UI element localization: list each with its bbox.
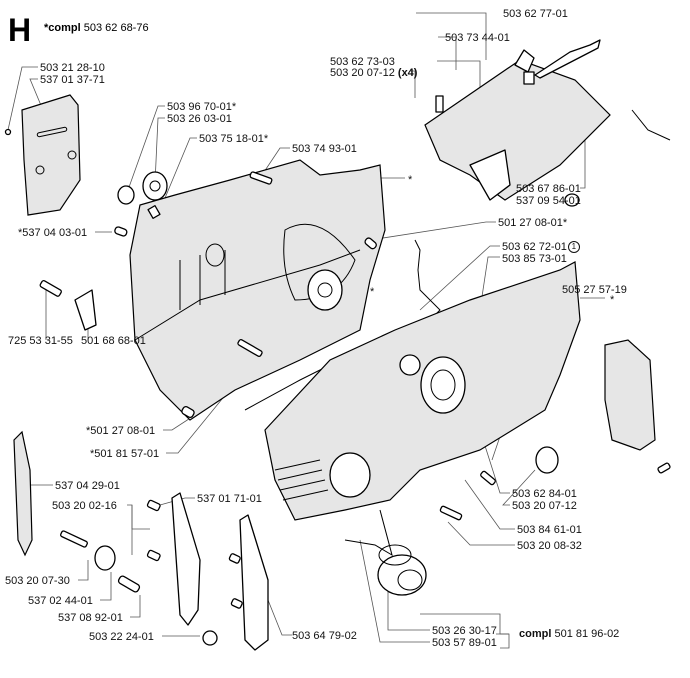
- part-label: 503 21 28-10: [40, 62, 105, 74]
- part-label: 503 20 02-16: [52, 500, 117, 512]
- fuel-cap-part: [344, 509, 427, 596]
- part-label: 503 20 07-12: [512, 500, 577, 512]
- part-label: 503 84 61-01: [517, 524, 582, 536]
- part-label: 725 53 31-55: [8, 335, 73, 347]
- part-label: 503 67 86-01: [516, 183, 581, 195]
- part-label: 503 74 93-01: [292, 143, 357, 155]
- part-label: 503 20 08-32: [517, 540, 582, 552]
- sub-assembly-number: 501 81 96-02: [554, 628, 620, 640]
- sub-assembly-label: compl 501 81 96-02: [519, 628, 619, 640]
- part-label: 503 22 24-01: [89, 631, 154, 643]
- part-label: 503 26 30-17: [432, 625, 497, 637]
- part-label: 503 96 70-01*: [167, 101, 237, 113]
- part-label: 503 62 84-01: [512, 488, 577, 500]
- part-label: 503 85 73-01: [502, 253, 567, 265]
- part-label: 501 68 68-01: [81, 335, 146, 347]
- bearing-parts: [39, 171, 377, 419]
- bumper-parts: [13, 430, 269, 651]
- sprocket-cover-part: [604, 339, 656, 451]
- right-crankcase-part: [264, 261, 581, 521]
- part-label: 503 75 18-01*: [199, 133, 269, 145]
- cylinder-cover-part: [424, 39, 671, 207]
- part-label: *501 27 08-01: [86, 425, 156, 437]
- screw-part: [480, 470, 496, 486]
- asterisk-marker: *: [370, 286, 375, 298]
- asterisk-marker: *: [610, 294, 615, 306]
- part-label: 537 01 71-01: [197, 493, 262, 505]
- assembly-part-number: 503 62 68-76: [83, 22, 149, 34]
- sprocket-bearing-part: [535, 446, 559, 474]
- asterisk-marker: *: [408, 174, 413, 186]
- part-label: 503 73 44-01: [445, 32, 510, 44]
- assembly-prefix: *compl: [44, 22, 81, 34]
- part-label: 501 27 08-01*: [498, 217, 568, 229]
- quantity: (x4): [397, 67, 418, 79]
- part-number: 503 62 72-01: [502, 241, 567, 253]
- part-number: 503 20 07-12: [330, 67, 395, 79]
- part-label: 537 08 92-01: [58, 612, 123, 624]
- part-label: 537 02 44-01: [28, 595, 93, 607]
- sub-assembly-prefix: compl: [519, 628, 552, 640]
- part-label: 537 01 37-71: [40, 74, 105, 86]
- screw-part: [439, 505, 463, 521]
- part-label: *501 81 57-01: [90, 448, 160, 460]
- part-label: 503 26 03-01: [167, 113, 232, 125]
- part-label: 503 64 79-02: [292, 630, 357, 642]
- part-label: 503 62 73-03: [330, 56, 395, 68]
- assembly-number: *compl 503 62 68-76: [44, 22, 149, 34]
- bar-plate-part: [4, 94, 81, 216]
- part-label: 503 20 07-30: [5, 575, 70, 587]
- part-label: 537 09 54-01: [516, 195, 581, 207]
- part-label: *537 04 03-01: [18, 227, 88, 239]
- section-letter: H: [8, 12, 32, 48]
- part-label: 537 04 29-01: [55, 480, 120, 492]
- part-label: 503 20 07-12 (x4): [330, 67, 417, 79]
- part-label: 503 57 89-01: [432, 637, 497, 649]
- left-crankcase-part: [129, 159, 386, 421]
- part-label: 505 27 57-19: [562, 284, 627, 296]
- part-label: 503 62 77-01: [503, 8, 568, 20]
- screw-part: [657, 462, 671, 474]
- note-marker: 1: [567, 241, 580, 253]
